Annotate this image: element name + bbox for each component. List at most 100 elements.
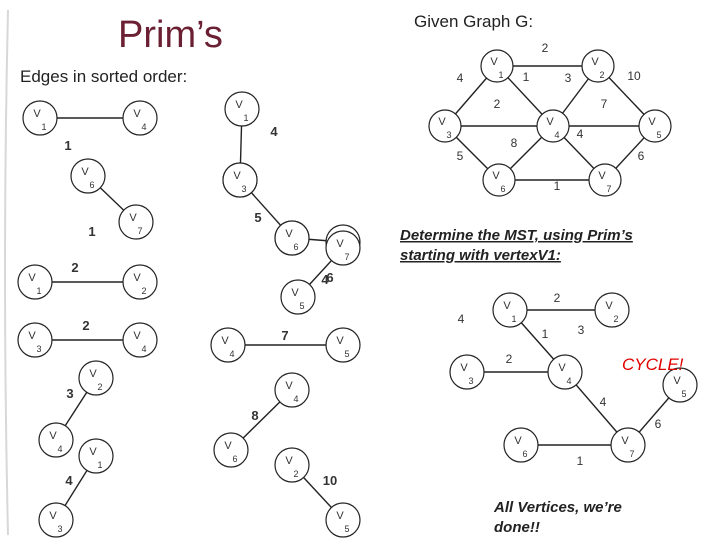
sorted-edge-tail-vertex-b: V3 [38, 502, 74, 538]
sorted-edge-3-vertex-b-letter: V [133, 272, 141, 284]
sorted-edge-5-vertex-a-circle [224, 91, 260, 127]
mst-vertex-3-index: 3 [468, 376, 473, 386]
sorted-edge-weight-3: 2 [71, 260, 78, 275]
given-vertex-7-letter: V [598, 170, 606, 182]
mst-vertex-5-circle [662, 367, 698, 403]
sorted-edge-11-vertex-b: V6 [213, 432, 249, 468]
sorted-edge-12-vertex-a-letter: V [285, 455, 293, 467]
given-vertex-3-letter: V [438, 116, 446, 128]
sorted-edge-9-vertex-b-index: 5 [344, 349, 349, 359]
sorted-edge-12-vertex-a-index: 2 [293, 469, 298, 479]
given-vertex-4: V4 [536, 109, 570, 143]
sorted-edge-7-vertex-b: V6 [274, 220, 310, 256]
mst-vertex-4-letter: V [558, 362, 566, 374]
sorted-edge-list: V1V41V6V71V1V22V3V42V1V34V4V74V3V65V5V76… [17, 91, 361, 538]
sorted-edge-7-vertex-b-circle [274, 220, 310, 256]
given-edge-weight-9: 8 [511, 136, 518, 150]
sorted-edge-7-vertex-a-letter: V [233, 170, 241, 182]
sorted-edge-11-vertex-b-circle [213, 432, 249, 468]
sorted-edge-7-vertex-a-index: 3 [241, 184, 246, 194]
sorted-edge-9-vertex-a-index: 4 [229, 349, 234, 359]
sorted-edge-8-vertex-a-letter: V [291, 287, 299, 299]
given-graph-label: Given Graph G: [414, 12, 533, 31]
given-vertex-3-circle [428, 109, 462, 143]
sorted-edge-tail-vertex-a-circle [78, 438, 114, 474]
sorted-edge-4-vertex-a-circle [17, 322, 53, 358]
sorted-edge-1-vertex-a-letter: V [33, 108, 41, 120]
sorted-edge-3-vertex-b: V2 [122, 264, 158, 300]
given-edge-weight-5: 10 [627, 69, 641, 83]
sorted-edge-5-vertex-a-index: 1 [243, 113, 248, 123]
sorted-edge-tail-vertex-a: V1 [78, 438, 114, 474]
sorted-edge-9-vertex-b: V5 [325, 327, 361, 363]
sorted-edge-weight-7: 5 [254, 210, 261, 225]
given-vertex-3-index: 3 [446, 130, 451, 140]
given-edge-weight-4: 3 [565, 71, 572, 85]
given-vertex-2-index: 2 [599, 70, 604, 80]
mst-vertex-4: V4 [547, 354, 583, 390]
sorted-edge-weight-2: 1 [88, 224, 95, 239]
sorted-edge-12-vertex-a: V2 [274, 447, 310, 483]
sorted-edge-9-vertex-b-circle [325, 327, 361, 363]
done-text: All Vertices, we’re done!! [493, 499, 626, 536]
mst-vertex-1: V1 [492, 292, 528, 328]
mst-vertex-2-circle [594, 292, 630, 328]
sorted-edge-8-vertex-a-circle [280, 279, 316, 315]
sorted-edge-weight-1: 1 [64, 138, 71, 153]
mst-vertex-2: V2 [594, 292, 630, 328]
sorted-edge-weight-6: 4 [321, 272, 329, 287]
instruction-line-1: Determine the MST, using Prim’s [400, 227, 633, 244]
sorted-edge-8-vertex-b-circle [325, 230, 361, 266]
sorted-edge-10-vertex-a: V2 [78, 360, 114, 396]
given-edge-weight-7: 5 [457, 149, 464, 163]
sorted-edge-11-vertex-a-circle [274, 372, 310, 408]
mst-vertex-2-letter: V [605, 300, 613, 312]
sorted-edge-1-vertex-b: V4 [122, 100, 158, 136]
mst-vertex-6: V6 [503, 427, 539, 463]
given-edge-weight-11: 6 [638, 149, 645, 163]
sorted-edge-10-vertex-b-index: 4 [57, 444, 62, 454]
sorted-edge-4-vertex-a: V3 [17, 322, 53, 358]
sorted-edge-tail-weight: 4 [65, 473, 73, 488]
sorted-edge-10-vertex-b-letter: V [49, 430, 57, 442]
instruction-line-2: starting with vertexV1: [400, 247, 561, 264]
given-vertex-7-index: 7 [606, 184, 611, 194]
given-vertex-5: V5 [638, 109, 672, 143]
sorted-edge-3-vertex-b-index: 2 [141, 286, 146, 296]
given-vertex-3: V3 [428, 109, 462, 143]
sorted-edge-8-vertex-b-letter: V [336, 238, 344, 250]
sorted-edge-4-vertex-a-index: 3 [36, 344, 41, 354]
sorted-edge-2-vertex-a-letter: V [81, 166, 89, 178]
given-edge-weight-1: 2 [542, 41, 549, 55]
mst-vertex-2-index: 2 [613, 314, 618, 324]
sorted-edge-3-vertex-b-circle [122, 264, 158, 300]
given-vertex-6-index: 6 [500, 184, 505, 194]
sorted-edge-9-vertex-a: V4 [210, 327, 246, 363]
decorative-arc [4, 9, 9, 536]
sorted-edge-12-vertex-a-circle [274, 447, 310, 483]
sorted-edge-7-vertex-a-circle [222, 162, 258, 198]
mst-weight-annotation-2: 3 [578, 323, 585, 337]
sorted-edge-8-vertex-b: V7 [325, 230, 361, 266]
mst-vertex-6-index: 6 [522, 449, 527, 459]
sorted-edge-tail-vertex-b-letter: V [49, 510, 57, 522]
given-vertex-2-letter: V [591, 56, 599, 68]
mst-edge-weight-3: 2 [506, 352, 513, 366]
sorted-edge-2-vertex-a-circle [70, 158, 106, 194]
sorted-edge-weight-11: 8 [251, 408, 258, 423]
given-edge-weight-8: 7 [601, 97, 608, 111]
mst-vertex-7-circle [610, 427, 646, 463]
given-vertex-5-circle [638, 109, 672, 143]
given-vertex-4-circle [536, 109, 570, 143]
sorted-edge-1-vertex-a-circle [22, 100, 58, 136]
given-vertex-7: V7 [588, 163, 622, 197]
sorted-edge-2-vertex-b-index: 7 [137, 226, 142, 236]
sorted-edge-weight-4: 2 [82, 318, 89, 333]
given-vertex-2: V2 [581, 49, 615, 83]
sorted-edge-8-vertex-a-index: 5 [299, 301, 304, 311]
sorted-edge-weight-5: 4 [270, 124, 278, 139]
given-vertex-5-letter: V [648, 116, 656, 128]
sorted-edge-12-vertex-b-letter: V [336, 510, 344, 522]
